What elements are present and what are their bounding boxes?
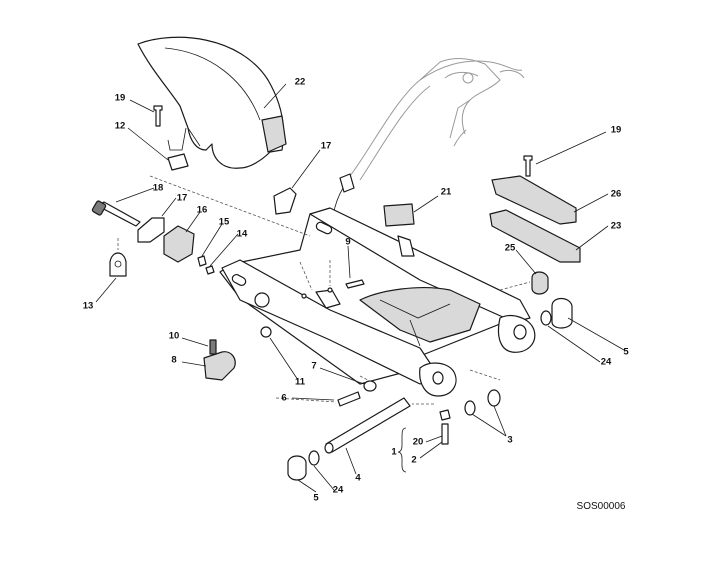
bolt-6 <box>337 391 361 407</box>
callout-9: 9 <box>345 237 350 248</box>
block-16 <box>163 225 195 263</box>
screw-14 <box>205 265 215 275</box>
callout-12: 12 <box>115 121 126 132</box>
callout-5-right: 5 <box>623 347 629 358</box>
callout-21: 21 <box>441 187 452 198</box>
swingarm <box>219 207 536 397</box>
callout-23: 23 <box>611 221 622 232</box>
diagram-code: SOS00006 <box>577 501 626 512</box>
callout-15: 15 <box>219 217 230 228</box>
callout-25: 25 <box>505 243 516 254</box>
screw-19-right <box>523 155 533 177</box>
bolt-18-head <box>91 200 107 216</box>
hose-fitting <box>339 173 355 193</box>
cap-5-right <box>551 297 573 329</box>
clip-12 <box>167 153 189 171</box>
bracket-13 <box>109 252 127 277</box>
callout-22: 22 <box>295 77 306 88</box>
rear-mudguard <box>137 36 287 169</box>
cap-5-left <box>287 455 307 481</box>
o-ring-24-right <box>540 310 552 326</box>
screw-19-top <box>153 105 163 127</box>
clamp-8 <box>203 351 236 381</box>
washer-7 <box>363 380 377 392</box>
chain-guard-26 <box>491 175 577 225</box>
screw-15 <box>197 255 207 267</box>
callout-24-left: 24 <box>333 485 344 496</box>
callout-19-right: 19 <box>611 125 622 136</box>
callout-2: 2 <box>411 455 416 466</box>
bracket-17-upper <box>273 187 297 215</box>
callout-19-top: 19 <box>115 93 126 104</box>
screw-2 <box>441 423 449 445</box>
bushing-25 <box>531 271 549 295</box>
callout-26: 26 <box>611 189 622 200</box>
bracket-17-left <box>137 217 165 243</box>
washer-3b <box>487 389 501 407</box>
callout-14: 14 <box>237 229 248 240</box>
frame-outline <box>349 57 525 181</box>
callout-7: 7 <box>311 361 316 372</box>
screw-10 <box>209 339 217 355</box>
callout-20: 20 <box>413 437 424 448</box>
callout-18: 18 <box>153 183 164 194</box>
callout-4: 4 <box>355 473 361 484</box>
chain-slider-21 <box>383 203 415 227</box>
callout-17-left: 17 <box>177 193 188 204</box>
callout-16: 16 <box>197 205 208 216</box>
callout-6: 6 <box>281 393 286 404</box>
callout-13: 13 <box>83 301 94 312</box>
callout-10: 10 <box>169 331 180 342</box>
pivot-shaft-4 <box>325 397 411 453</box>
bushing-11 <box>260 326 272 338</box>
chain-guide-23 <box>489 209 581 263</box>
callout-17-upper: 17 <box>321 141 332 152</box>
callout-1: 1 <box>391 447 397 458</box>
screw-9 <box>345 279 365 289</box>
callout-5-left: 5 <box>313 493 319 504</box>
callout-24-right: 24 <box>601 357 612 368</box>
nut-20 <box>439 409 451 421</box>
o-ring-24-left <box>308 450 320 466</box>
callout-3: 3 <box>507 435 512 446</box>
callout-11: 11 <box>295 377 306 388</box>
callout-8: 8 <box>171 355 176 366</box>
washer-3a <box>464 400 476 416</box>
